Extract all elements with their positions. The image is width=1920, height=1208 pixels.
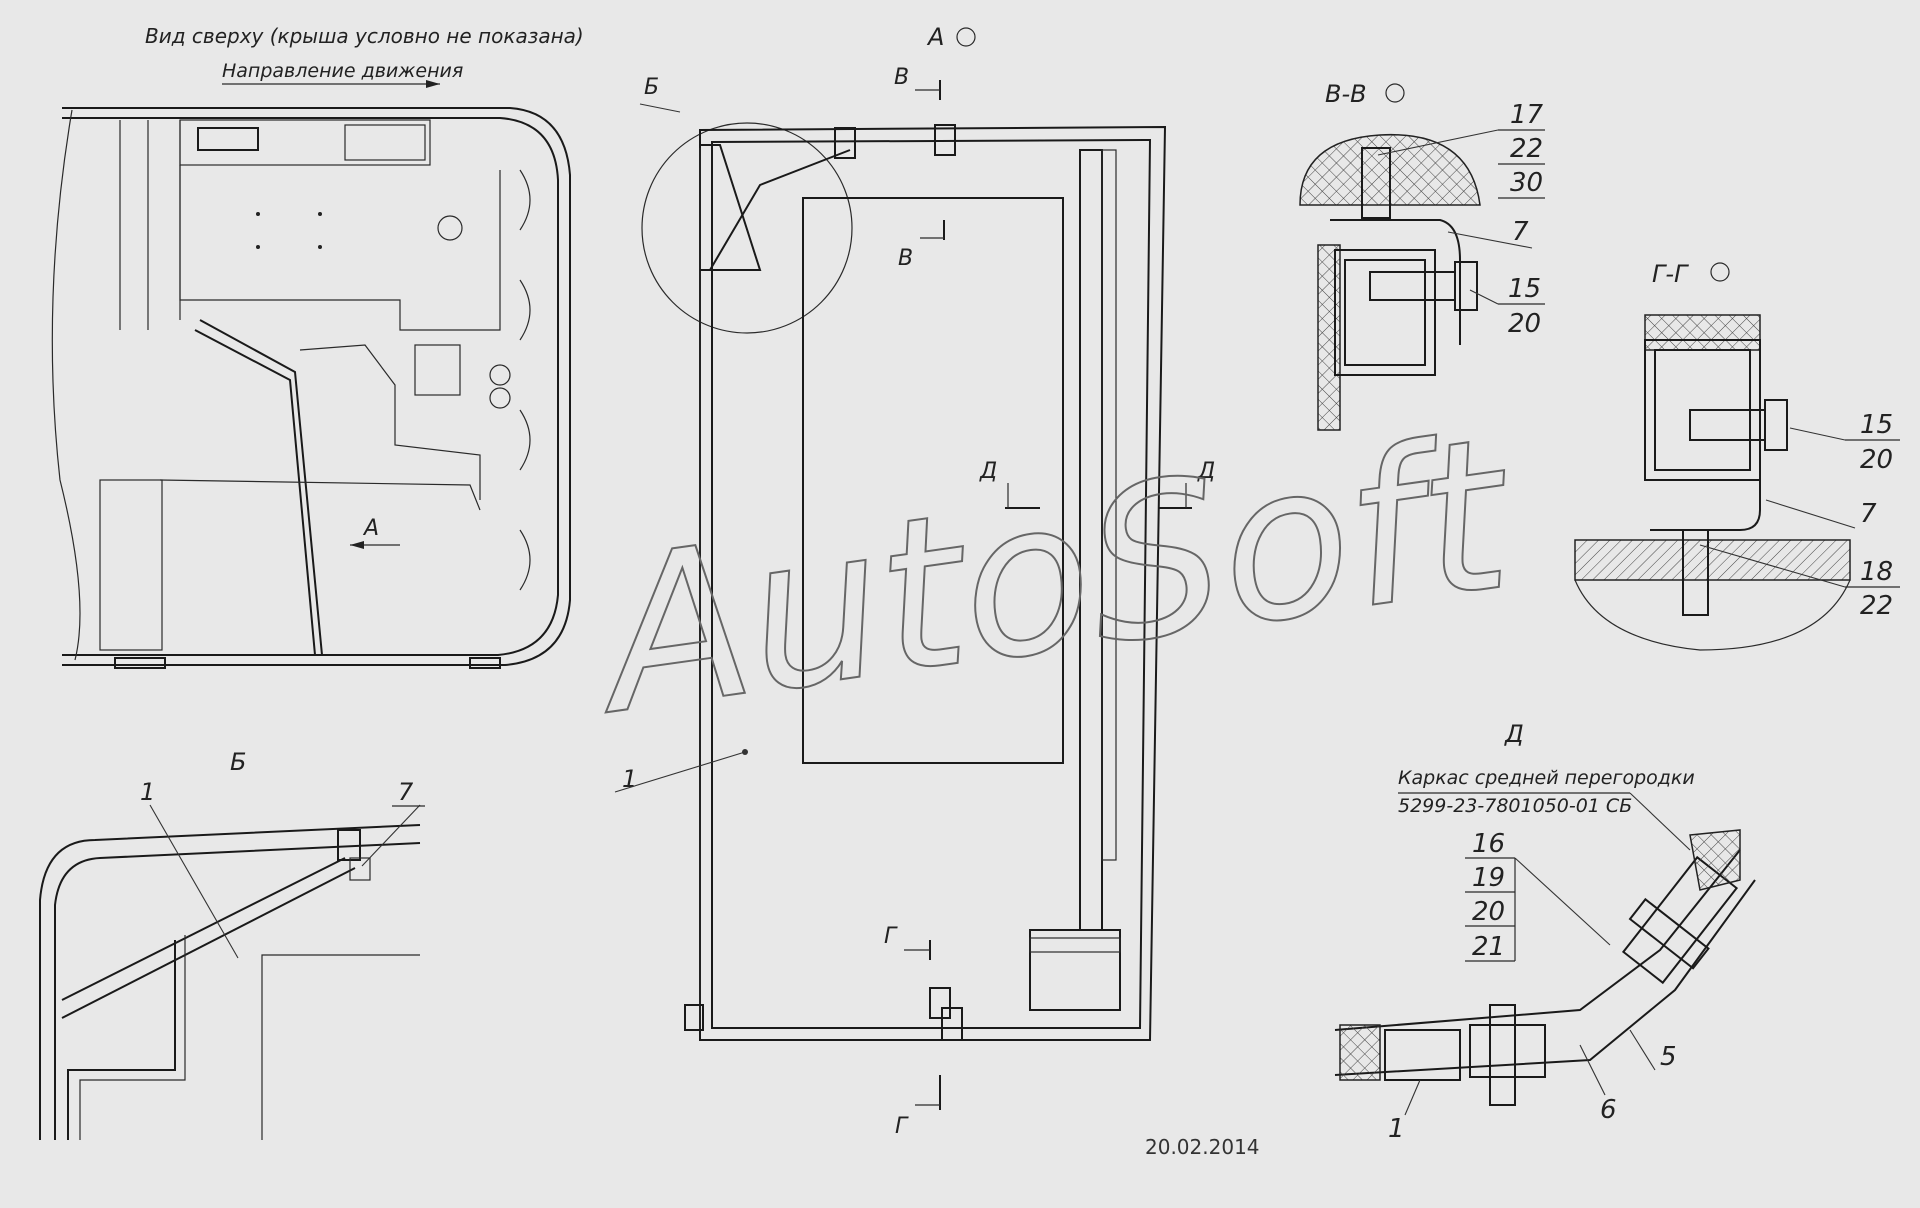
- section-d-right-label: Д: [1197, 459, 1215, 484]
- frame-caption: Каркас средней перегородки: [1398, 767, 1695, 789]
- gg-labels: 15 20 7 18 22: [1699, 410, 1900, 621]
- vv-part-30: 30: [1510, 168, 1543, 198]
- d-part-5: 5: [1660, 1042, 1677, 1072]
- section-vv-title: В-В: [1325, 80, 1367, 108]
- detail-b-part-1: 1: [140, 778, 155, 806]
- frame-number: 5299-23-7801050-01 СБ: [1398, 795, 1632, 817]
- vv-part-15: 15: [1508, 274, 1541, 304]
- gg-part-7: 7: [1860, 499, 1877, 529]
- cab-inner-outline: [62, 117, 559, 656]
- section-g-top-label: Г: [884, 924, 898, 949]
- detail-b-part-7: 7: [398, 778, 414, 806]
- floor-outline: [179, 165, 501, 331]
- vv-part-7: 7: [1512, 217, 1529, 247]
- rotation-icon: [956, 27, 976, 47]
- dashboard: [179, 119, 431, 166]
- gg-bolt-18: [1682, 529, 1709, 616]
- gg-bracket-7: [1650, 450, 1761, 531]
- connecting-plate: [1334, 849, 1741, 1031]
- vv-part-20: 20: [1508, 309, 1541, 339]
- bolt-15: [1369, 271, 1456, 301]
- view-a-title: А: [926, 23, 944, 51]
- view-d-title: Д: [1504, 720, 1524, 748]
- clamp: [929, 987, 951, 1019]
- main-view: А Б В В Д Д: [614, 23, 1215, 1139]
- clamp: [834, 127, 856, 159]
- side-ribs: [489, 169, 531, 591]
- bottom-step: [1029, 929, 1121, 1011]
- step-box: [99, 479, 163, 651]
- d-part-1: 1: [1388, 1114, 1405, 1144]
- partition-line: [194, 329, 316, 656]
- clamp: [934, 124, 956, 156]
- floor-section: [1574, 539, 1851, 581]
- d-part-16: 16: [1472, 829, 1505, 859]
- detail-b-title: Б: [230, 748, 246, 776]
- d-part-6: 6: [1600, 1095, 1617, 1125]
- display-panel: [197, 127, 259, 151]
- section-vv: В-В 17 22 30 7 15 20: [1299, 80, 1545, 431]
- corner-brace: [700, 144, 762, 271]
- detail-b-circle: [641, 122, 853, 334]
- watermark: AutoSoft: [578, 391, 1527, 762]
- gg-part-15: 15: [1860, 410, 1893, 440]
- view-arrow-a-label: А: [362, 516, 379, 541]
- section-d-left-label: Д: [979, 459, 997, 484]
- partition-frame-inner: [711, 138, 1152, 1029]
- window-opening: [802, 197, 1064, 764]
- d-tube-left: [1384, 1029, 1461, 1081]
- section-gg-title: Г-Г: [1652, 260, 1689, 288]
- direction-caption: Направление движения: [222, 60, 463, 82]
- section-v-bottom-label: В: [898, 246, 913, 271]
- vv-labels: 17 22 30 7 15 20: [1377, 100, 1545, 339]
- vv-part-22: 22: [1510, 134, 1543, 164]
- mount-hole: [437, 215, 463, 241]
- d-part-19: 19: [1472, 863, 1505, 893]
- top-view-caption: Вид сверху (крыша условно не показана): [145, 24, 584, 48]
- cut-line: [51, 109, 81, 661]
- section-v-top-label: В: [894, 65, 909, 90]
- d-tube-middle: [1469, 1024, 1546, 1078]
- cab-outline: [62, 107, 571, 666]
- detail-b-brace: [61, 857, 346, 1001]
- detail-b-frame: [39, 824, 421, 1140]
- bracket-7: [1330, 219, 1461, 345]
- drawing-date: 20.02.2014: [1145, 1135, 1260, 1159]
- d-part-20: 20: [1472, 897, 1505, 927]
- gg-part-20: 20: [1860, 445, 1893, 475]
- clamp: [941, 1007, 963, 1041]
- d-part-21: 21: [1472, 932, 1505, 962]
- direction-arrowhead: [426, 80, 440, 88]
- switch-panel: [344, 124, 426, 161]
- detail-b: Б 1 7: [39, 748, 425, 1140]
- tube-profile: [1334, 249, 1436, 376]
- detail-b-callout: Б: [644, 75, 659, 100]
- gg-bolt-15: [1689, 409, 1766, 441]
- view-d: Д Каркас средней перегородки 5299-23-780…: [1334, 720, 1756, 1144]
- top-view: Вид сверху (крыша условно не показана) Н…: [51, 24, 584, 669]
- pedal-box: [414, 344, 461, 396]
- section-g-bottom-label: Г: [895, 1114, 909, 1139]
- d-bolt: [1489, 1004, 1516, 1106]
- bolt-17: [1361, 147, 1391, 219]
- gg-part-22: 22: [1860, 591, 1893, 621]
- section-gg: Г-Г 15 20 7 18 22: [1574, 260, 1900, 651]
- d-labels: 16 19 20 21 5 6 1: [1388, 829, 1677, 1144]
- vv-part-17: 17: [1510, 100, 1544, 130]
- gg-part-18: 18: [1860, 557, 1893, 587]
- seat-outline: [299, 344, 481, 500]
